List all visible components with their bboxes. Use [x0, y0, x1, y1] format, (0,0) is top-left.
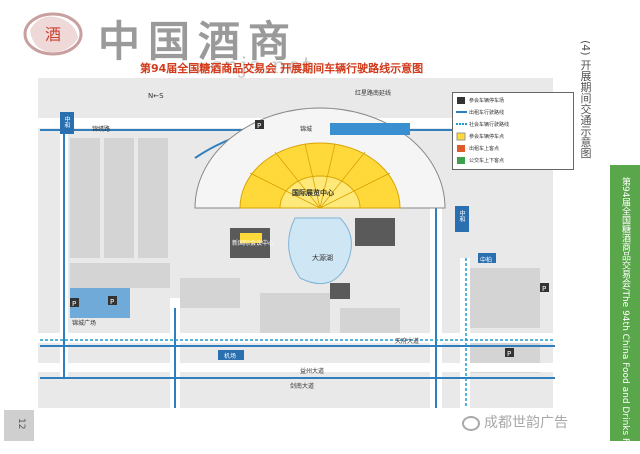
zhonghe-sign: 中和 — [458, 210, 465, 222]
road-yizhou: 益州大道 — [300, 368, 325, 375]
road-tianfu: 天府大道 — [395, 338, 420, 345]
wechat-icon — [462, 415, 480, 431]
airport-sign: 机场 — [224, 353, 237, 360]
map-title: 第94届全国糖酒商品交易会 开展期间车辆行驶路线示意图 — [140, 62, 424, 75]
zhongbo-sign: 中柏 — [480, 257, 493, 264]
legend-item: 出租车上客点 — [469, 146, 500, 152]
svg-text:酒: 酒 — [45, 25, 61, 44]
zhonghe-road-label: 中和 — [63, 116, 70, 128]
logo-emblem-icon: 酒 — [20, 10, 86, 58]
road-jincheng: 锦城 — [300, 126, 313, 133]
watermark: 成都世韵广告 — [462, 412, 568, 432]
svg-text:P: P — [542, 285, 546, 293]
legend-item: 参会车辆停车场 — [469, 98, 505, 104]
exhibition-label: 国际展览中心 — [292, 189, 334, 197]
svg-text:P: P — [110, 298, 114, 306]
legend-item: 参会车辆停车点 — [469, 134, 505, 140]
section-heading: (4) 开展期间交通示意图 — [579, 40, 592, 159]
page-number-tab: 12 — [4, 410, 34, 441]
watermark-text: 成都世韵广告 — [484, 415, 568, 431]
road-jiannan: 剑南大道 — [290, 383, 315, 390]
page-number: 12 — [16, 418, 26, 430]
svg-text:P: P — [257, 122, 261, 130]
logo-url: cnjs.net — [210, 54, 314, 79]
ns-compass: N←S — [148, 92, 164, 100]
legend-item: 出租车行驶路线 — [469, 110, 505, 116]
svg-text:P: P — [507, 350, 511, 358]
svg-text:P: P — [72, 300, 76, 308]
road-hongxing: 红星路南延线 — [355, 90, 392, 97]
lake-label: 大源湖 — [312, 254, 333, 262]
hotel-label: 新国际会议中心 — [232, 240, 275, 247]
route-map: P P P P P N←S 红星路南延线 锦绣路 锦城 天府大道 益州大道 剑南… — [0, 78, 575, 408]
band-text: 第94届全国糖酒商品交易会/The 94th China Food and Dr… — [620, 177, 630, 454]
map-legend: 参会车辆停车场 出租车行驶路线 社会车辆行驶路线 参会车辆停车点 出租车上客点 … — [452, 92, 574, 170]
road-jinxiu: 锦绣路 — [92, 126, 111, 133]
legend-item: 公交车上下客点 — [469, 158, 505, 164]
side-band: 第94届全国糖酒商品交易会/The 94th China Food and Dr… — [610, 165, 640, 454]
jiaxin-label: 锦城广场 — [72, 320, 97, 327]
legend-item: 社会车辆行驶路线 — [469, 122, 510, 128]
logo-text: 中国酒商 — [98, 17, 299, 66]
